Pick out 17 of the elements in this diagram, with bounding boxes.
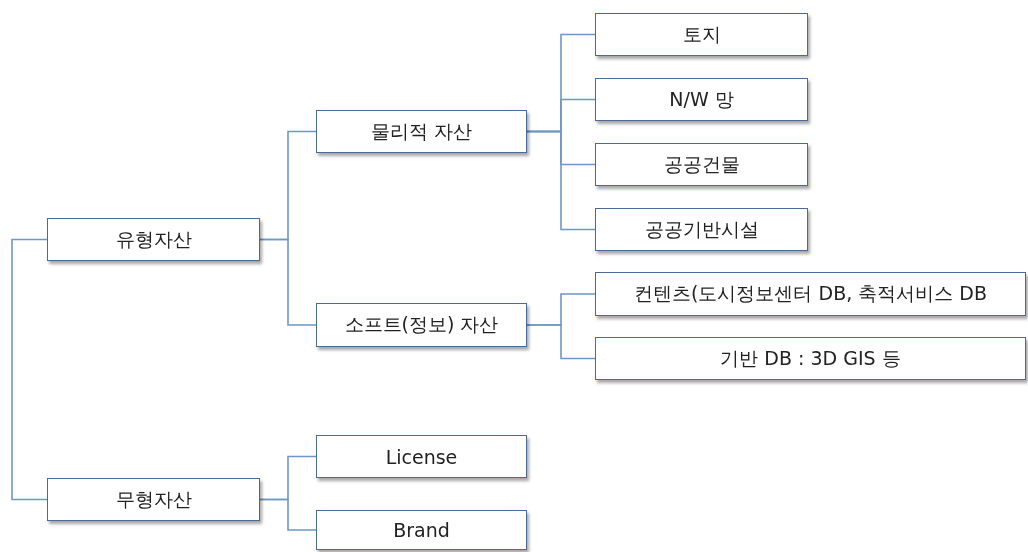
- category-box: 기반 DB : 3D GIS 등: [595, 337, 1026, 380]
- connector-line: [11, 238, 48, 501]
- category-box: N/W 망: [595, 78, 808, 121]
- connector-line: [526, 324, 596, 360]
- connector-line: [259, 238, 317, 326]
- category-box: 무형자산: [47, 478, 260, 521]
- category-box: 물리적 자산: [316, 110, 527, 153]
- connector-line: [259, 498, 317, 531]
- category-box: 컨텐츠(도시정보센터 DB, 축적서비스 DB: [595, 272, 1026, 316]
- category-box: 공공기반시설: [595, 208, 808, 251]
- connector-line: [526, 130, 596, 231]
- category-box: 소프트(정보) 자산: [316, 303, 527, 347]
- category-box: 공공건물: [595, 143, 808, 186]
- category-box: Brand: [316, 510, 527, 550]
- category-box: 토지: [595, 13, 808, 56]
- category-box: 유형자산: [47, 218, 260, 261]
- category-box: License: [316, 435, 527, 478]
